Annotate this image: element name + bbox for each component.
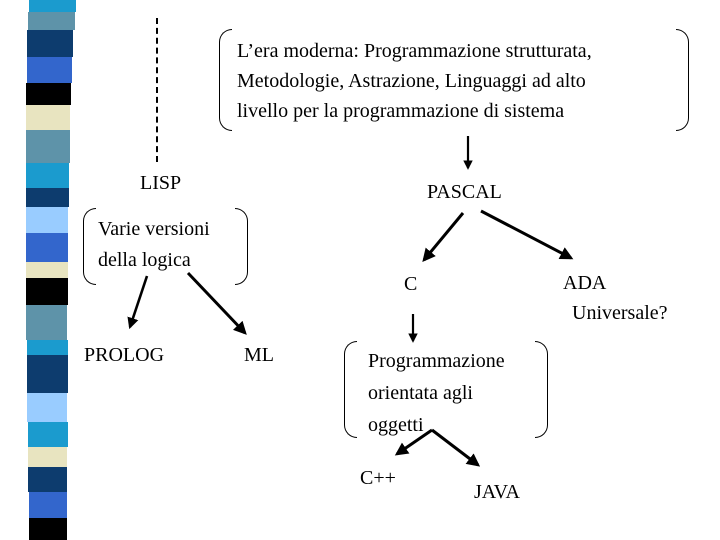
title-line: L’era moderna: Programmazione strutturat… [237, 40, 592, 62]
stripe-color-block [26, 188, 69, 207]
varie-box-line: della logica [98, 249, 191, 271]
node-ada-label: ADA [563, 272, 607, 294]
stripe-color-block [29, 518, 67, 540]
oop-box-line: Programmazione [368, 350, 505, 372]
stripe-color-block [26, 207, 68, 233]
stripe-color-block [26, 233, 68, 262]
stripe-color-block [27, 57, 72, 83]
stripe-color-block [29, 492, 67, 518]
stripe-color-block [27, 30, 73, 57]
node-pascal: PASCAL [427, 181, 502, 203]
node-ml: ML [244, 344, 274, 366]
varie-versioni-box: Varie versioni della logica [83, 208, 248, 285]
node-lisp: LISP [140, 172, 182, 194]
varie-box-line: Varie versioni [98, 218, 210, 240]
stripe-color-block [29, 0, 76, 12]
stripe-color-block [27, 355, 68, 393]
stripe-color-block [26, 163, 69, 188]
title-line: livello per la programmazione di sistema [237, 100, 565, 122]
node-ada: ADA Universale? [563, 268, 668, 328]
title-line: Metodologie, Astrazione, Linguaggi ad al… [237, 70, 586, 92]
stripe-color-block [27, 340, 68, 355]
arrow-pascal-to-ada [480, 209, 574, 260]
stripe-color-block [27, 393, 67, 422]
stripe-color-block [26, 278, 68, 305]
dashed-guide-line [156, 18, 158, 162]
node-ada-subtitle: Universale? [572, 302, 668, 324]
node-c: C [404, 273, 418, 295]
decorative-color-stripe [26, 0, 78, 540]
oop-box-line: oggetti [368, 414, 424, 436]
stripe-color-block [26, 83, 71, 105]
stripe-color-block [26, 305, 67, 340]
stripe-color-block [28, 422, 68, 447]
node-cpp: C++ [360, 467, 396, 489]
stripe-color-block [28, 447, 67, 467]
node-prolog: PROLOG [84, 344, 165, 366]
stripe-color-block [28, 12, 75, 30]
stripe-color-block [26, 105, 70, 130]
stripe-color-block [26, 130, 70, 163]
stripe-color-block [28, 467, 67, 492]
title-box: L’era moderna: Programmazione strutturat… [219, 29, 689, 131]
oop-box-line: orientata agli [368, 382, 473, 404]
oop-box: Programmazione orientata agli oggetti [344, 341, 548, 438]
node-java: JAVA [474, 481, 520, 503]
stripe-color-block [26, 262, 68, 278]
arrow-pascal-to-c [422, 212, 465, 263]
